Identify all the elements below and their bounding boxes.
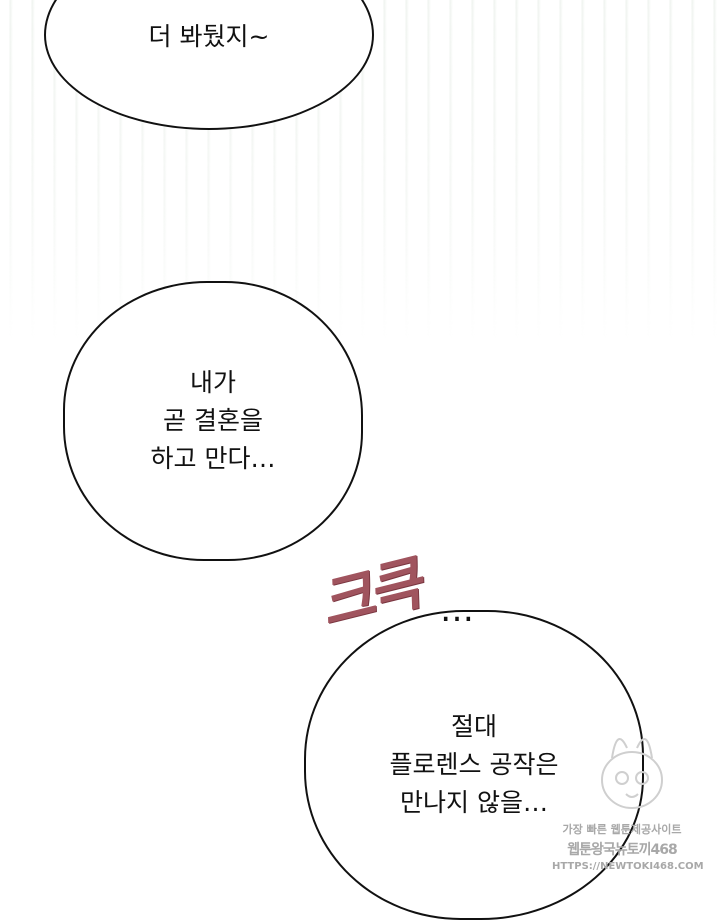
mascot-icon: [601, 738, 663, 809]
site-watermark: 가장 빠른 웹툰제공사이트 웹툰왕국뉴토끼468 HTTPS://NEWTOKI…: [552, 718, 704, 888]
bubble-middle-line-2: 곧 결혼을: [163, 406, 263, 435]
bubble-middle-line-1: 내가: [189, 368, 236, 397]
watermark-url: HTTPS://NEWTOKI468.COM: [552, 861, 704, 872]
bubble-bottom-line-1: 절대: [450, 712, 497, 741]
bubble-bottom-line-3: 만나지 않을…: [400, 788, 548, 817]
bubble-bottom-line-2: 플로렌스 공작은: [389, 750, 559, 779]
speech-bubble-middle: 내가 곧 결혼을 하고 만다…: [63, 281, 363, 561]
bubble-middle-line-3: 하고 만다…: [150, 444, 276, 473]
watermark-site-name: 웹툰왕국뉴토끼468: [567, 842, 677, 858]
bubble-top-line-1: 더 봐뒀지~: [148, 22, 270, 51]
watermark-tagline: 가장 빠른 웹툰제공사이트: [562, 823, 682, 836]
sound-effect-dots: …: [440, 590, 476, 630]
